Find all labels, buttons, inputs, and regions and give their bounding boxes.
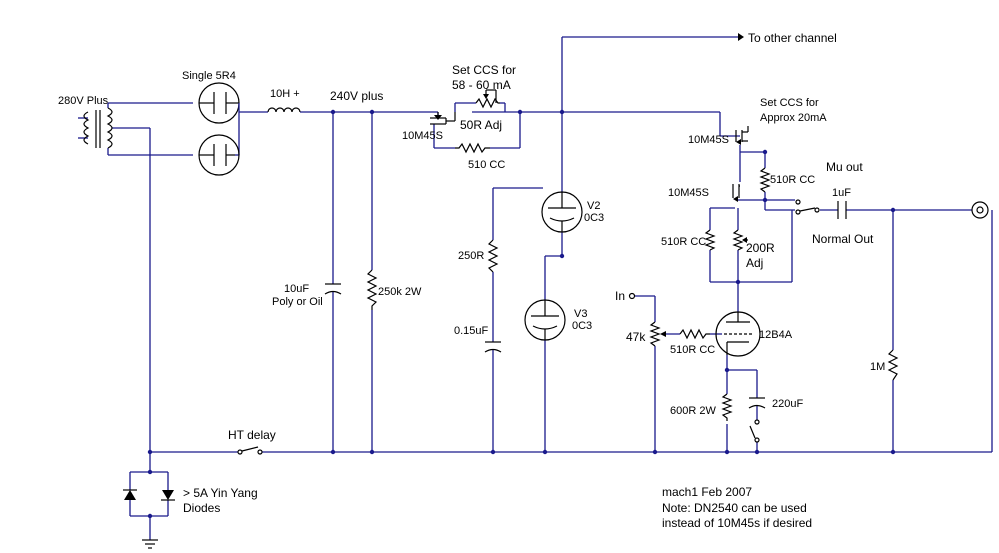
diode-pair [123, 489, 175, 501]
label-ht-delay: HT delay [228, 428, 276, 442]
label-47k: 47k [626, 330, 646, 344]
label-set-ccs-1a: Set CCS for [452, 63, 516, 77]
label-normal-out: Normal Out [812, 232, 874, 246]
label-v2: V2 [587, 200, 600, 212]
label-fet-ccs1: 10M45S [402, 130, 443, 142]
output-selector-switch [795, 199, 820, 215]
ht-delay-switch [237, 446, 263, 455]
resistor-510r-cc3 [704, 229, 716, 251]
label-choke: 10H + [270, 88, 300, 100]
label-280v-plus: 280V Plus [58, 95, 109, 107]
label-note-2: instead of 10M45s if desired [662, 516, 812, 530]
capacitor-015uf [484, 341, 502, 353]
input-terminal [628, 292, 636, 300]
pot-50r-adj [475, 89, 500, 109]
pot-47k [649, 321, 666, 347]
mosfet-ccs2-lower [732, 184, 740, 202]
label-mu-out: Mu out [826, 160, 863, 174]
label-600r-2w: 600R 2W [670, 405, 716, 417]
output-jack [971, 201, 989, 219]
label-220uf: 220uF [772, 398, 803, 410]
resistor-250k [366, 269, 378, 310]
label-single-5r4: Single 5R4 [182, 70, 236, 82]
resistor-600r [721, 393, 733, 421]
label-v3-type: 0C3 [572, 320, 592, 332]
label-set-ccs-1b: 58 - 60 mA [452, 78, 511, 92]
ground-symbol [142, 539, 158, 549]
label-510r-cc-3: 510R CC [661, 236, 706, 248]
capacitor-10uf [324, 283, 342, 295]
resistor-250r [487, 239, 499, 273]
resistor-510r-cc2 [759, 167, 771, 193]
label-set-ccs-2a: Set CCS for [760, 97, 819, 109]
label-250r: 250R [458, 250, 484, 262]
to-other-channel-arrow [738, 33, 744, 41]
power-transformer [83, 107, 113, 149]
label-240v-plus: 240V plus [330, 89, 383, 103]
wires [78, 36, 993, 540]
mosfet-ccs1 [430, 112, 456, 125]
label-v3: V3 [574, 308, 587, 320]
label-credit: mach1 Feb 2007 [662, 485, 752, 499]
label-1m: 1M [870, 361, 885, 373]
tube-v2-0c3 [541, 191, 583, 233]
pot-200r-adj [732, 229, 748, 251]
label-fet-ccs2-upper: 10M45S [688, 134, 729, 146]
label-to-other-channel: To other channel [748, 31, 837, 45]
label-50r-adj: 50R Adj [460, 118, 502, 132]
label-510r-cc-4: 510R CC [670, 344, 715, 356]
capacitor-1uf [837, 201, 847, 219]
label-510-cc: 510 CC [468, 159, 505, 171]
rectifier-tube-5r4 [198, 82, 240, 176]
labels: 280V Plus Single 5R4 10H + 240V plus Set… [58, 31, 885, 530]
label-diodes-1: > 5A Yin Yang [183, 486, 258, 500]
label-250k-2w: 250k 2W [378, 286, 422, 298]
mosfet-ccs2-upper [735, 126, 749, 145]
label-510r-cc-2: 510R CC [770, 174, 815, 186]
choke-10h [267, 107, 301, 113]
cathode-bypass-switch [749, 419, 760, 443]
label-10uf: 10uF [284, 283, 309, 295]
tube-12b4a [715, 311, 761, 357]
label-in: In [615, 289, 625, 303]
label-poly-or-oil: Poly or Oil [272, 296, 323, 308]
label-adj: Adj [746, 256, 763, 270]
capacitor-220uf [748, 397, 766, 409]
tube-v3-0c3 [524, 299, 566, 341]
label-1uf: 1uF [832, 187, 851, 199]
label-note-1: Note: DN2540 can be used [662, 501, 807, 515]
junction-dots [147, 109, 896, 519]
resistor-510cc-ccs1 [455, 142, 490, 154]
label-v2-type: 0C3 [584, 212, 604, 224]
resistor-510r-cc4 [679, 328, 710, 340]
label-fet-ccs2-lower: 10M45S [668, 187, 709, 199]
label-set-ccs-2b: Approx 20mA [760, 112, 827, 124]
label-diodes-2: Diodes [183, 501, 220, 515]
label-12b4a: 12B4A [759, 329, 793, 341]
resistor-1m [887, 349, 899, 381]
label-200r: 200R [746, 241, 775, 255]
label-015uf: 0.15uF [454, 325, 489, 337]
